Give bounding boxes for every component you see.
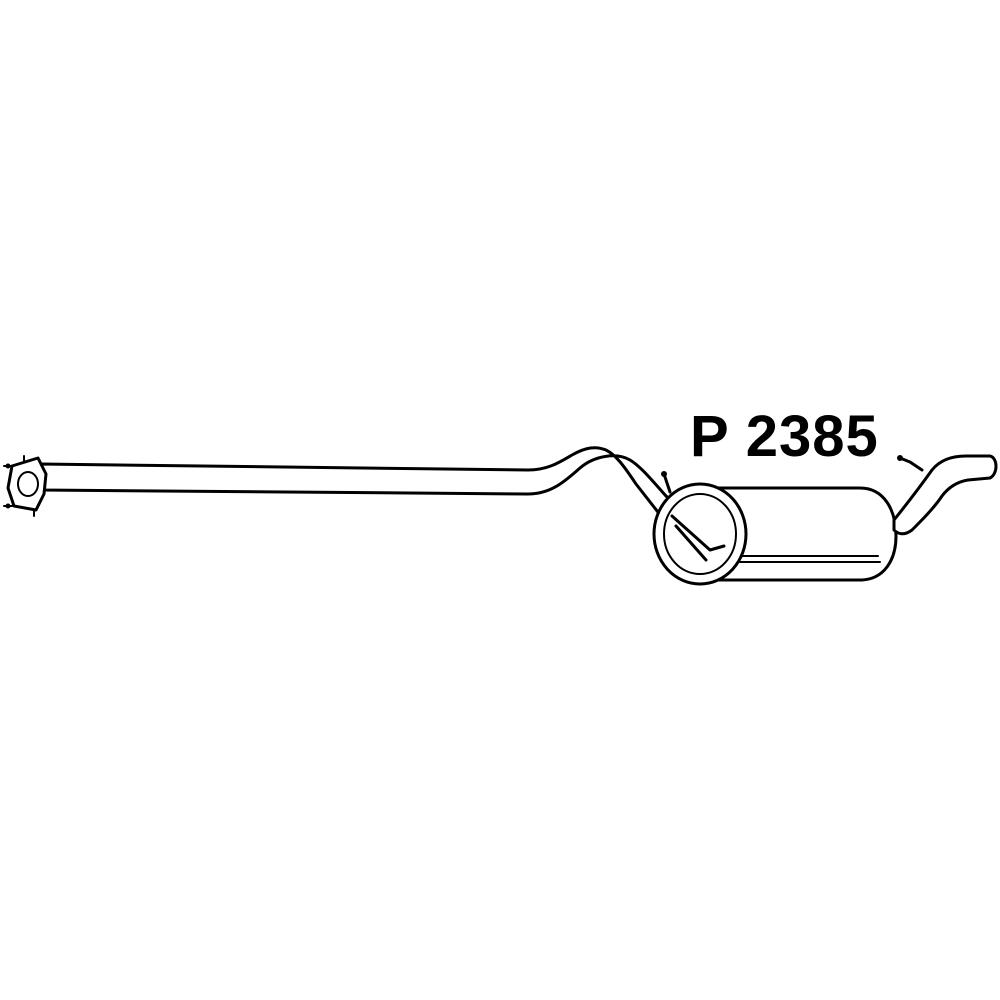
silencer-end-cap <box>652 482 748 586</box>
front-pipe <box>38 446 714 560</box>
part-number-label: P 2385 <box>690 404 879 469</box>
silencer-body <box>710 486 898 582</box>
inlet-flange <box>3 455 48 517</box>
front-hanger <box>661 471 672 494</box>
tail-pipe <box>892 454 998 536</box>
rear-hanger <box>897 455 924 472</box>
